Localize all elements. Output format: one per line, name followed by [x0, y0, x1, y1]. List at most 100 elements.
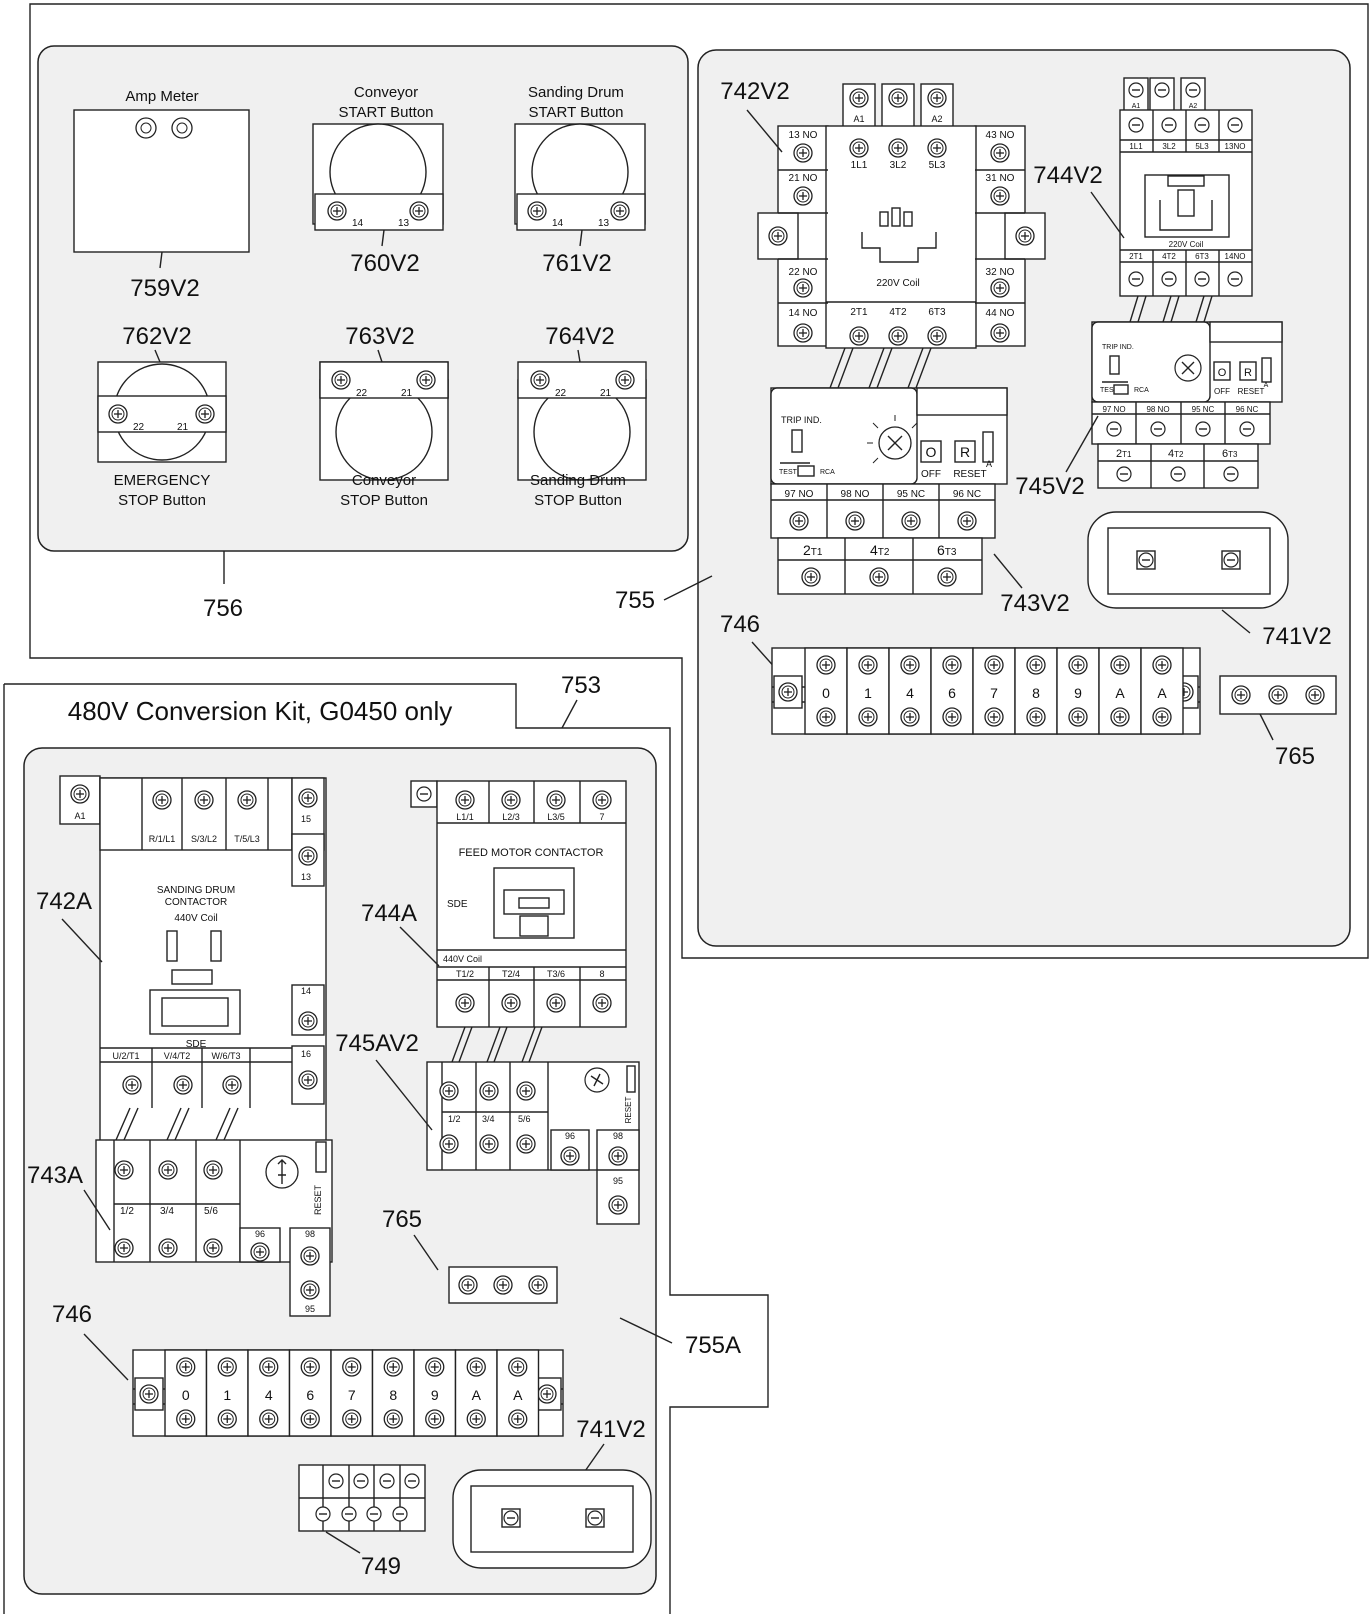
terminal-14: 14 [352, 218, 364, 229]
sanding-drum-start-button: Sanding Drum START Button 14 13 [514, 84, 646, 247]
callout-742V2: 742V2 [720, 78, 789, 105]
callout-755A: 755A [685, 1332, 741, 1359]
terminal-screw-icon [508, 1409, 528, 1429]
aux-21-no: 21 NO [789, 173, 818, 184]
auto-label: A [1264, 382, 1269, 389]
output-2T1: 2T1 [1116, 448, 1132, 460]
component-741V2-top [1087, 511, 1289, 609]
overload-relay-745V2: TRIP IND. TEST RCA O R OFF RESET A 97 NO… [1091, 321, 1283, 489]
port-5-6: 5/6 [204, 1206, 218, 1217]
reset-label: RESET [313, 1184, 323, 1215]
terminal-screw-icon [1068, 655, 1088, 675]
terminal-screw-icon [217, 1357, 237, 1377]
emergency-label-2: STOP Button [118, 492, 206, 509]
callout-744V2: 744V2 [1033, 162, 1102, 189]
terminal-strip-bottom-label: A [513, 1387, 523, 1403]
terminal-strip-top-label: A [1157, 685, 1167, 701]
terminal-13: 13 [598, 218, 610, 229]
terminal-strip-top-label: 6 [948, 685, 956, 701]
aux-43-no: 43 NO [986, 130, 1015, 141]
aux-16: 16 [301, 1049, 311, 1059]
terminal-strip-bottom-label: 0 [182, 1387, 190, 1403]
load-6T3: 6T3 [928, 307, 946, 318]
terminal-14: 14 [552, 218, 564, 229]
terminal-13: 13 [398, 218, 410, 229]
kit-title: 480V Conversion Kit, G0450 only [68, 696, 452, 726]
terminal-screw-icon [1110, 707, 1130, 727]
terminal-screw-icon [259, 1409, 279, 1429]
rca-label: RCA [820, 469, 835, 476]
callout-764V2: 764V2 [545, 323, 614, 350]
line-3L2: 3L2 [1162, 142, 1176, 151]
terminal-strip-bottom-label: 4 [265, 1387, 273, 1403]
terminal-strip-top-label: 4 [906, 685, 914, 701]
contactor-742A: A1 R/1/L1 S/3/L2 T/5/L3 15 13 SANDING DR… [59, 775, 327, 1149]
terminal-screw-icon [858, 655, 878, 675]
terminal-strip-bottom-label: 7 [348, 1387, 356, 1403]
emergency-label-1: EMERGENCY [114, 472, 211, 489]
sde-label: SDE [186, 1039, 207, 1050]
terminal-screw-icon [466, 1357, 486, 1377]
callout-741V2-top: 741V2 [1262, 623, 1331, 650]
callout-746-top: 746 [720, 611, 760, 638]
terminal-strip-top-label: 9 [1074, 685, 1082, 701]
terminal-screw-icon [383, 1357, 403, 1377]
off-button-o: O [1218, 367, 1227, 379]
contactor-title-1: SANDING DRUM [157, 885, 235, 896]
conveyor-start-label-2: START Button [338, 104, 433, 121]
rca-label: RCA [1134, 387, 1149, 394]
callout-746-bottom: 746 [52, 1301, 92, 1328]
terminal-screw-icon [383, 1409, 403, 1429]
terminal-screw-icon [816, 707, 836, 727]
callout-762V2: 762V2 [122, 323, 191, 350]
aux-95-nc: 95 NC [1192, 405, 1215, 414]
terminal-21: 21 [177, 422, 189, 433]
port-1-2: 1/2 [120, 1206, 134, 1217]
component-765-top [1219, 675, 1337, 715]
terminal-22: 22 [133, 422, 145, 433]
port-1-2: 1/2 [448, 1114, 461, 1124]
aux-96-nc: 96 NC [953, 489, 981, 500]
aux-95-nc: 95 NC [897, 489, 925, 500]
callout-763V2: 763V2 [345, 323, 414, 350]
load-6T3: 6T3 [1195, 252, 1209, 261]
aux-15: 15 [301, 814, 311, 824]
load-W-6-T3: W/6/T3 [211, 1051, 240, 1061]
terminal-screw-icon [425, 1409, 445, 1429]
aux-96: 96 [255, 1229, 265, 1239]
coil-terminal-a1: A1 [853, 114, 864, 124]
component-741V2-bottom [452, 1469, 652, 1569]
coil-rating: 220V Coil [1169, 240, 1204, 249]
overload-relay-743V2: TRIP IND. TEST RCA O R OFF RESET A 97 NO… [770, 387, 1008, 595]
aux-98: 98 [305, 1229, 315, 1239]
line-5L3: 5L3 [1195, 142, 1209, 151]
terminal-strip-top-label: 8 [1032, 685, 1040, 701]
conveyor-start-label-1: Conveyor [354, 84, 418, 101]
output-4T2: 4T2 [1168, 448, 1184, 460]
line-T-5-L3: T/5/L3 [234, 834, 260, 844]
output-4T2: 4T2 [870, 542, 890, 558]
trip-indicator-label: TRIP IND. [1102, 344, 1134, 351]
aux-97-no: 97 NO [1102, 405, 1125, 414]
aux-7: 7 [599, 812, 604, 822]
callout-744A: 744A [361, 900, 417, 927]
sanding-drum-stop-button: 22 21 Sanding Drum STOP Button [517, 349, 647, 509]
test-label: TEST [779, 469, 798, 476]
aux-13: 13 [301, 872, 311, 882]
coil-terminal-a2: A2 [931, 114, 942, 124]
load-T2-4: T2/4 [502, 969, 520, 979]
terminal-screw-icon [942, 655, 962, 675]
coil-rating: 440V Coil [174, 913, 217, 924]
test-label: TEST [1100, 387, 1119, 394]
terminal-screw-icon [1068, 707, 1088, 727]
contactor-742V2: A1 A2 13 NO 21 NO 22 NO 14 NO 43 NO 31 N… [757, 83, 1046, 349]
terminal-strip-bottom-label: 1 [223, 1387, 231, 1403]
terminal-screw-icon [1110, 655, 1130, 675]
reset-label: RESET [1238, 387, 1265, 396]
aux-95: 95 [305, 1304, 315, 1314]
line-5L3: 5L3 [929, 160, 946, 171]
load-4T2: 4T2 [889, 307, 907, 318]
terminal-screw-icon [816, 655, 836, 675]
line-3L2: 3L2 [890, 160, 907, 171]
